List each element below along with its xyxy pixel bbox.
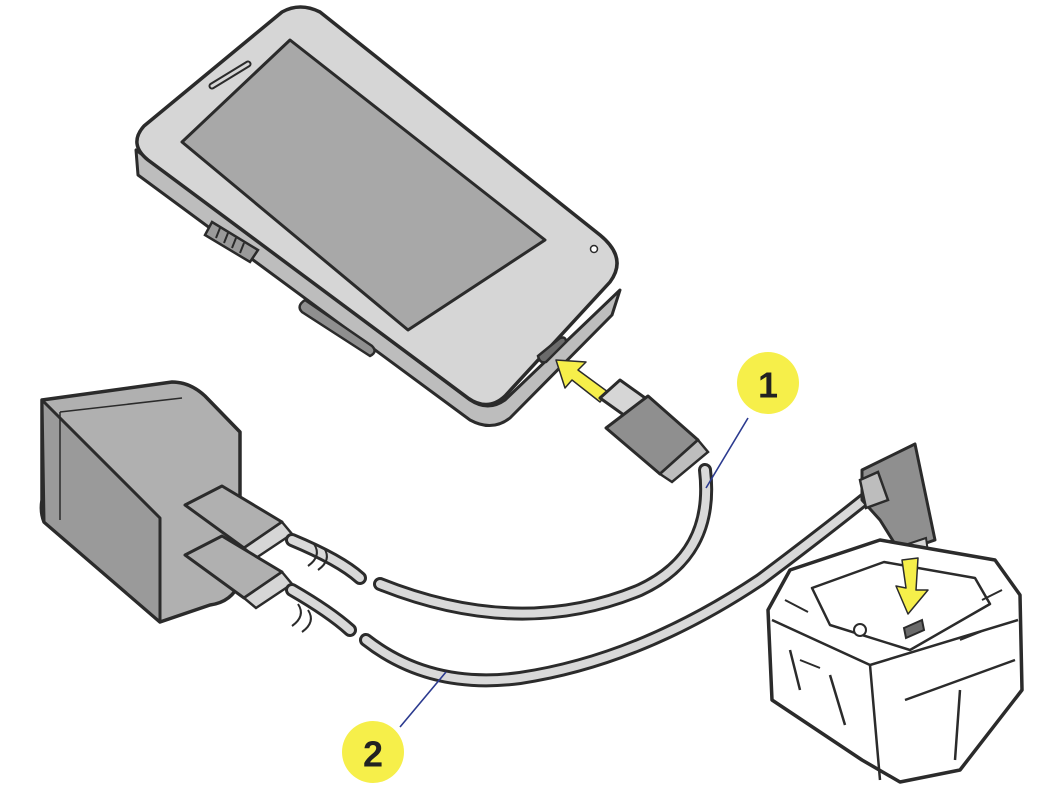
arrow-down-icon: [895, 557, 929, 615]
adapter-side: [40, 398, 162, 624]
leader-line-1: [705, 417, 749, 489]
device-usb-port: [536, 336, 568, 364]
cradle-hole: [853, 623, 867, 637]
usb-c-cable-to-device: [285, 463, 714, 621]
usb-c-plug: [598, 378, 710, 484]
side-button: [298, 298, 376, 358]
power-adapter: [39, 380, 294, 624]
callout-2-badge: [342, 721, 404, 783]
callout-1-badge: [737, 352, 799, 414]
callout-1: 1: [705, 352, 799, 489]
callout-1-label: 1: [758, 365, 778, 406]
callout-2-label: 2: [363, 734, 383, 775]
device-screen: [180, 38, 547, 332]
arrow-right-icon: [555, 359, 609, 403]
handheld-device: [134, 5, 622, 427]
callout-2: 2: [342, 671, 447, 783]
sensor-dot: [589, 244, 599, 254]
cradle-port: [902, 618, 926, 640]
leader-line-2: [399, 671, 447, 728]
charging-cradle: [766, 538, 1024, 784]
